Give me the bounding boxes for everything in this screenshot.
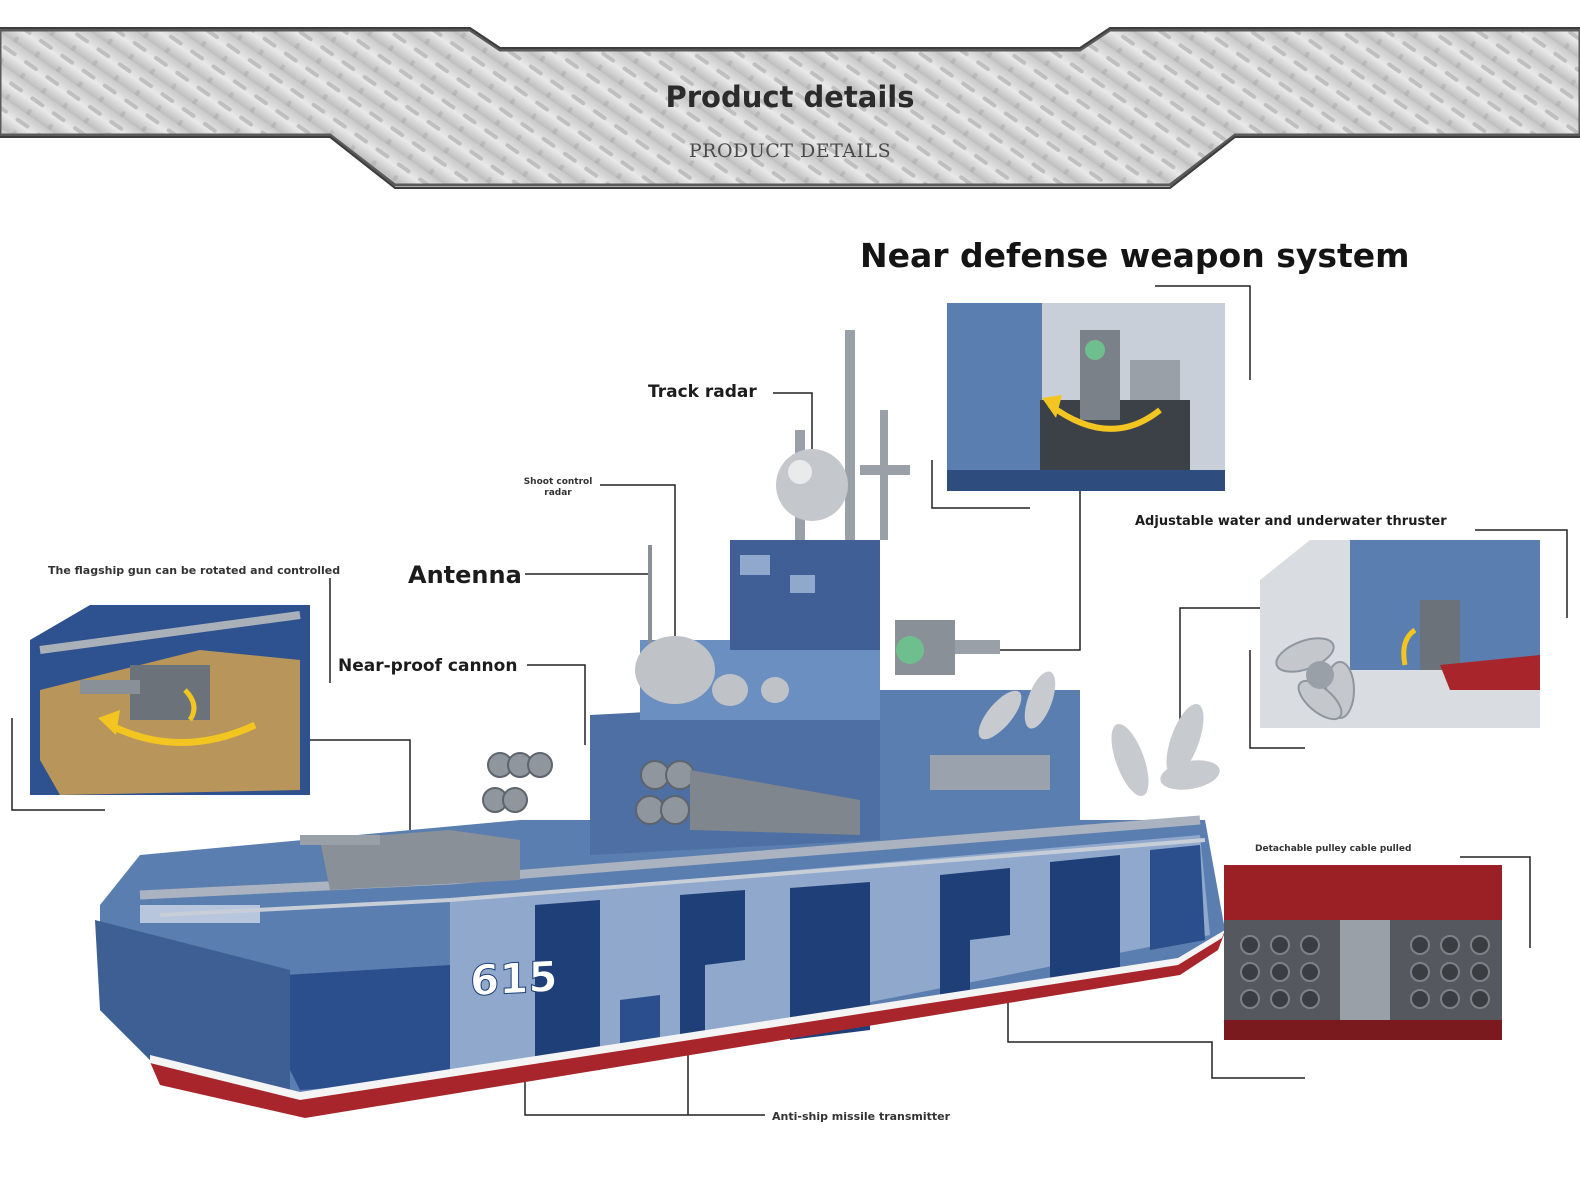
label-shoot-control-radar: Shoot control radar	[523, 477, 593, 498]
page-title: Product details	[665, 80, 915, 114]
label-track-radar: Track radar	[648, 382, 757, 402]
inset-ciws	[947, 303, 1225, 491]
ship-superstructure	[300, 330, 1220, 890]
section-heading: Near defense weapon system	[860, 236, 1410, 275]
label-bottom-detail: Detachable pulley cable pulled	[1255, 844, 1412, 854]
page-subtitle: PRODUCT DETAILS	[688, 140, 892, 162]
inset-bottom-detail	[1224, 865, 1502, 1040]
leader-lines	[11, 285, 1568, 1116]
label-thruster: Adjustable water and underwater thruster	[1135, 514, 1447, 529]
label-antenna: Antenna	[408, 561, 522, 589]
label-anti-ship-missile: Anti-ship missile transmitter	[772, 1110, 951, 1123]
header-banner	[0, 27, 1580, 189]
hull-number: 615	[470, 952, 558, 1006]
label-near-proof-cannon: Near-proof cannon	[338, 656, 518, 676]
label-flagship-gun: The flagship gun can be rotated and cont…	[48, 564, 341, 577]
ship-hull: 615	[95, 815, 1225, 1118]
inset-flagship-gun	[30, 605, 310, 795]
inset-thruster	[1260, 540, 1540, 728]
